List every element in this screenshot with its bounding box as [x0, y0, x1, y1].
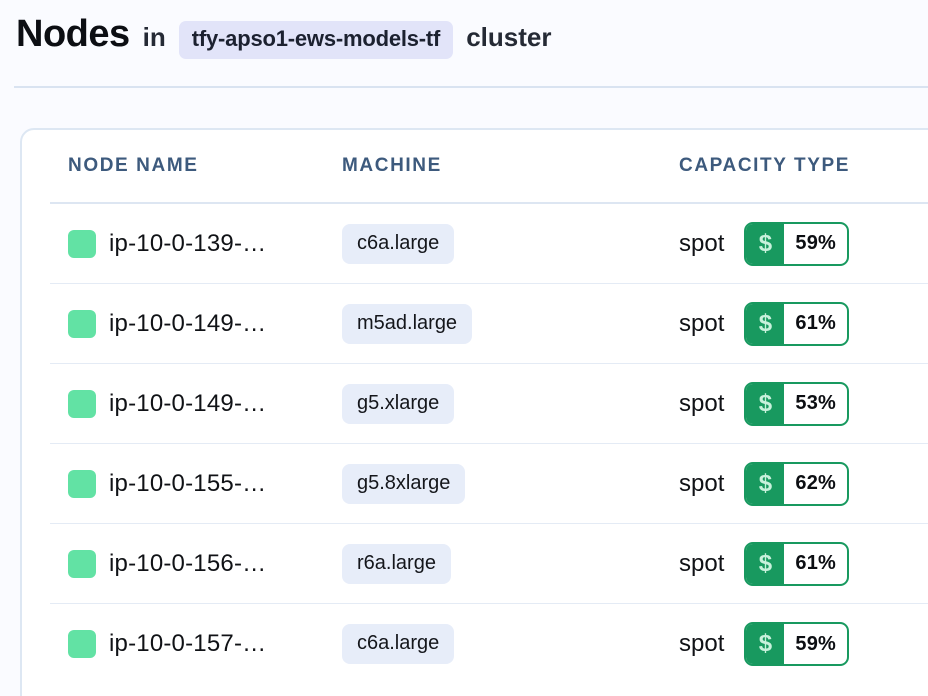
- table-row[interactable]: ip-10-0-156-… r6a.large spot $ 61%: [50, 524, 928, 604]
- savings-percent: 53%: [795, 392, 837, 414]
- capacity-type-label: spot: [679, 549, 725, 577]
- machine-cell: c6a.large: [342, 624, 679, 664]
- table-row[interactable]: ip-10-0-139-… c6a.large spot $ 59%: [50, 204, 928, 284]
- capacity-type-cell: spot $ 62%: [679, 461, 928, 506]
- capacity-type-cell: spot $ 59%: [679, 622, 928, 666]
- capacity-type-label: spot: [679, 229, 725, 257]
- table-row[interactable]: ip-10-0-157-… c6a.large spot $ 59%: [50, 604, 928, 684]
- nodes-table-card: NODE NAME MACHINE CAPACITY TYPE ip-10-0-…: [20, 128, 928, 696]
- spot-savings-badge: $ 53%: [744, 381, 850, 426]
- machine-type-badge: m5ad.large: [342, 303, 473, 344]
- node-name: ip-10-0-157-…: [109, 630, 267, 657]
- page-header: Nodes in tfy-apso1-ews-models-tf cluster: [0, 0, 928, 59]
- table-header-row: NODE NAME MACHINE CAPACITY TYPE: [50, 130, 928, 204]
- capacity-type-cell: spot $ 53%: [679, 381, 928, 426]
- table-row[interactable]: ip-10-0-149-… m5ad.large spot $ 61%: [50, 284, 928, 364]
- savings-percent: 59%: [795, 232, 837, 254]
- savings-percent: 62%: [795, 472, 837, 494]
- machine-type-badge: r6a.large: [342, 543, 451, 584]
- node-status-icon: [68, 630, 96, 658]
- table-row[interactable]: ip-10-0-155-… g5.8xlarge spot $ 62%: [50, 444, 928, 524]
- dollar-icon: $: [746, 543, 785, 584]
- page-title-text: Nodes: [16, 13, 130, 55]
- dollar-icon: $: [746, 383, 785, 424]
- node-name: ip-10-0-149-…: [109, 389, 267, 417]
- node-status-icon: [68, 549, 96, 578]
- capacity-type-label: spot: [679, 389, 725, 417]
- savings-percent: 61%: [795, 312, 837, 334]
- page-title: Nodes in tfy-apso1-ews-models-tf cluster: [16, 13, 928, 59]
- column-header-machine: MACHINE: [342, 155, 442, 176]
- table-body: ip-10-0-139-… c6a.large spot $ 59% ip-10…: [22, 204, 928, 684]
- spot-savings-badge: $ 59%: [744, 622, 850, 666]
- capacity-type-label: spot: [679, 469, 725, 497]
- spot-savings-badge: $ 61%: [744, 541, 850, 586]
- dollar-icon: $: [746, 624, 785, 664]
- machine-cell: m5ad.large: [342, 303, 679, 344]
- column-header-node-name: NODE NAME: [68, 155, 199, 176]
- dollar-icon: $: [746, 223, 785, 264]
- page-title-connector: in: [142, 22, 166, 52]
- cluster-name-badge: tfy-apso1-ews-models-tf: [178, 21, 454, 59]
- machine-cell: g5.8xlarge: [342, 463, 679, 504]
- node-status-icon: [68, 309, 96, 338]
- capacity-type-cell: spot $ 61%: [679, 541, 928, 586]
- spot-savings-badge: $ 62%: [744, 461, 850, 506]
- spot-savings-badge: $ 59%: [744, 221, 850, 266]
- page-title-suffix: cluster: [466, 22, 552, 52]
- node-status-icon: [68, 389, 96, 418]
- machine-type-badge: g5.8xlarge: [342, 463, 466, 504]
- node-status-icon: [68, 229, 96, 258]
- savings-percent: 59%: [795, 632, 837, 655]
- savings-percent: 61%: [795, 552, 837, 574]
- node-name: ip-10-0-155-…: [109, 469, 267, 497]
- node-name-cell: ip-10-0-149-…: [68, 309, 342, 338]
- machine-type-badge: g5.xlarge: [342, 383, 455, 424]
- node-status-icon: [68, 469, 96, 498]
- node-name-cell: ip-10-0-157-…: [68, 630, 342, 658]
- dollar-icon: $: [746, 463, 785, 504]
- node-name-cell: ip-10-0-149-…: [68, 389, 342, 418]
- node-name-cell: ip-10-0-156-…: [68, 549, 342, 578]
- table-row[interactable]: ip-10-0-149-… g5.xlarge spot $ 53%: [50, 364, 928, 444]
- node-name: ip-10-0-156-…: [109, 549, 267, 577]
- machine-cell: g5.xlarge: [342, 383, 679, 424]
- header-divider: [14, 86, 928, 88]
- machine-type-badge: c6a.large: [342, 624, 455, 664]
- column-header-capacity-type: CAPACITY TYPE: [679, 155, 851, 176]
- capacity-type-cell: spot $ 59%: [679, 221, 928, 266]
- node-name: ip-10-0-139-…: [109, 229, 267, 257]
- node-name-cell: ip-10-0-139-…: [68, 229, 342, 258]
- machine-type-badge: c6a.large: [342, 223, 455, 264]
- machine-cell: r6a.large: [342, 543, 679, 584]
- capacity-type-cell: spot $ 61%: [679, 301, 928, 346]
- node-name-cell: ip-10-0-155-…: [68, 469, 342, 498]
- machine-cell: c6a.large: [342, 223, 679, 264]
- node-name: ip-10-0-149-…: [109, 309, 267, 337]
- capacity-type-label: spot: [679, 630, 725, 657]
- spot-savings-badge: $ 61%: [744, 301, 850, 346]
- capacity-type-label: spot: [679, 309, 725, 337]
- dollar-icon: $: [746, 303, 785, 344]
